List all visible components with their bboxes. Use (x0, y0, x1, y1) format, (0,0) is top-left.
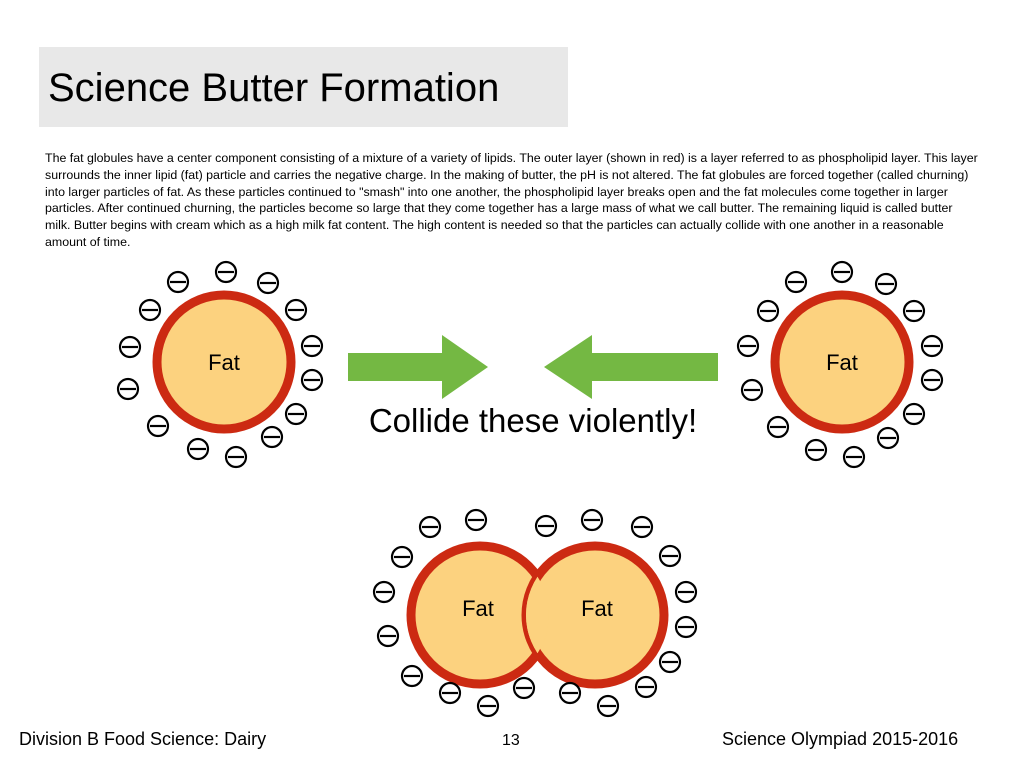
negative-charge-icon (440, 683, 460, 703)
left-fat-globule: Fat (157, 295, 291, 429)
negative-charge-icon (302, 370, 322, 390)
right-pointing-arrow (348, 335, 488, 399)
negative-charge-icon (832, 262, 852, 282)
footer-division: Division B Food Science: Dairy (19, 728, 266, 750)
merged-right-fat-label: Fat (581, 596, 613, 621)
negative-charge-icon (904, 301, 924, 321)
negative-charge-icon (262, 427, 282, 447)
left-pointing-arrow (544, 335, 718, 399)
right-globule-fat-label: Fat (826, 350, 858, 375)
negative-charge-icon (876, 274, 896, 294)
negative-charge-icon (286, 300, 306, 320)
negative-charge-icon (140, 300, 160, 320)
negative-charge-icon (806, 440, 826, 460)
negative-charge-icon (786, 272, 806, 292)
negative-charge-icon (148, 416, 168, 436)
negative-charge-icon (536, 516, 556, 536)
negative-charge-icon (758, 301, 778, 321)
negative-charge-icon (676, 582, 696, 602)
negative-charge-icon (286, 404, 306, 424)
negative-charge-icon (120, 337, 140, 357)
negative-charge-icon (378, 626, 398, 646)
negative-charge-icon (466, 510, 486, 530)
negative-charge-icon (302, 336, 322, 356)
footer-event: Science Olympiad 2015-2016 (722, 728, 958, 750)
footer-page-number: 13 (502, 731, 520, 751)
negative-charge-icon (844, 447, 864, 467)
negative-charge-icon (636, 677, 656, 697)
negative-charge-icon (878, 428, 898, 448)
negative-charge-icon (768, 417, 788, 437)
negative-charge-icon (216, 262, 236, 282)
negative-charge-icon (168, 272, 188, 292)
negative-charge-icon (676, 617, 696, 637)
negative-charge-icon (598, 696, 618, 716)
negative-charge-icon (188, 439, 208, 459)
negative-charge-icon (922, 370, 942, 390)
negative-charge-icon (478, 696, 498, 716)
negative-charge-icon (632, 517, 652, 537)
negative-charge-icon (392, 547, 412, 567)
negative-charge-icon (904, 404, 924, 424)
negative-charge-icon (922, 336, 942, 356)
merged-left-fat-label: Fat (462, 596, 494, 621)
collide-caption: Collide these violently! (369, 402, 697, 439)
negative-charge-icon (560, 683, 580, 703)
negative-charge-icon (118, 379, 138, 399)
negative-charge-icon (402, 666, 422, 686)
right-fat-globule: Fat (775, 295, 909, 429)
negative-charge-icon (582, 510, 602, 530)
negative-charge-icon (738, 336, 758, 356)
negative-charge-icon (742, 380, 762, 400)
negative-charge-icon (420, 517, 440, 537)
negative-charge-icon (374, 582, 394, 602)
negative-charge-icon (660, 652, 680, 672)
merged-fat-globules: Fat Fat (411, 546, 664, 684)
negative-charge-icon (258, 273, 278, 293)
negative-charge-icon (660, 546, 680, 566)
negative-charge-icon (514, 678, 534, 698)
left-globule-fat-label: Fat (208, 350, 240, 375)
negative-charge-icon (226, 447, 246, 467)
